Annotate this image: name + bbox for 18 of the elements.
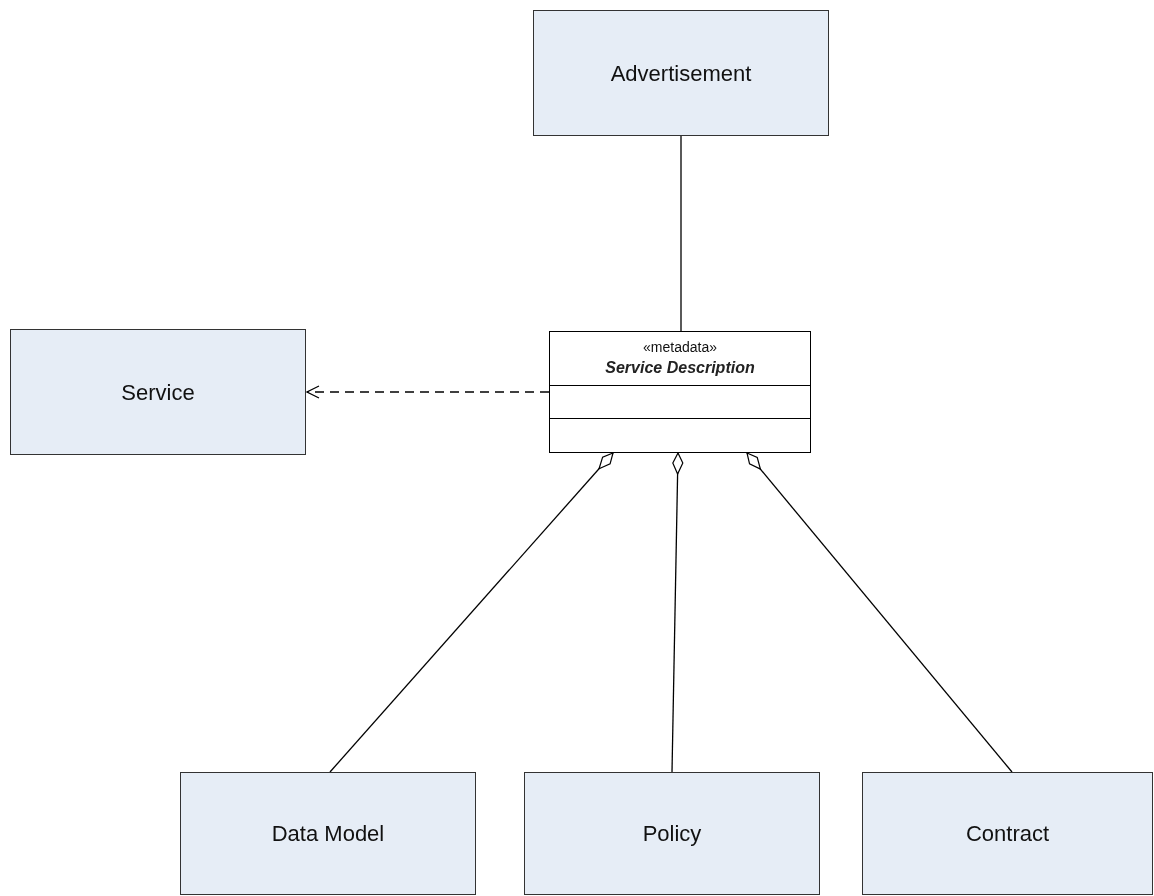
- class-box: [524, 772, 820, 895]
- aggregation-line: [329, 452, 614, 773]
- class-name: Service: [121, 378, 195, 407]
- class-name: Advertisement: [610, 59, 752, 88]
- class-box: [533, 10, 829, 136]
- association-line: [680, 135, 682, 332]
- class-name: Contract: [965, 820, 1050, 848]
- aggregation-line: [746, 452, 1013, 773]
- class-box: [180, 772, 476, 895]
- aggregation-line: [671, 452, 684, 773]
- class-box: [862, 772, 1153, 895]
- dependency-arrow: [306, 385, 550, 399]
- class-name: Policy: [642, 820, 702, 848]
- class-box: [549, 331, 811, 453]
- stereotype-label: «metadata»: [643, 338, 717, 357]
- class-name: Data Model: [271, 820, 385, 848]
- class-box: [10, 329, 306, 455]
- class-name: Service Description: [605, 358, 755, 379]
